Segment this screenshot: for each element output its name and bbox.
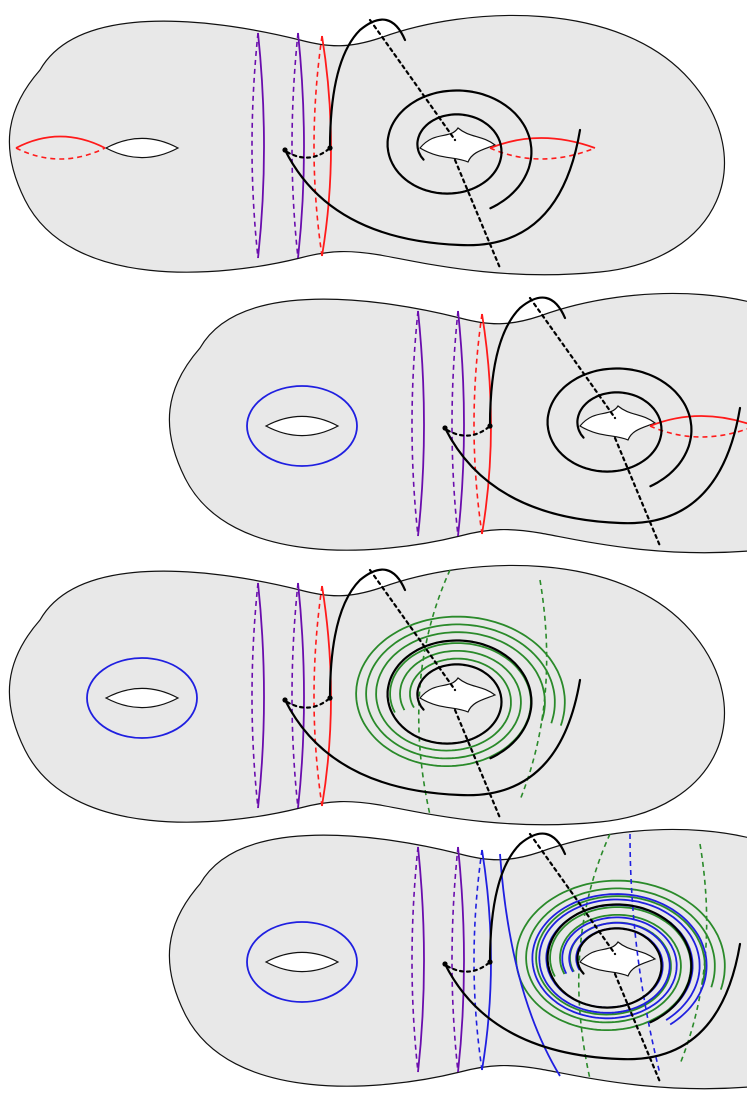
black-upper-loop	[488, 296, 567, 428]
green-spiral-3	[515, 879, 726, 1031]
black-outer-arc	[443, 942, 742, 1061]
purple-circle-front-1	[257, 582, 265, 809]
purple-circle-back-1	[411, 310, 419, 537]
blue-loop	[246, 385, 358, 467]
blue-loop	[86, 657, 198, 739]
surface-outline	[168, 292, 747, 554]
panel-1	[8, 14, 725, 276]
neck-circle-back	[473, 849, 483, 1071]
green-spiral-2	[365, 623, 556, 760]
black-spiral	[386, 89, 533, 210]
purple-circle-front-2	[457, 310, 465, 537]
black-upper-loop	[328, 568, 407, 700]
basepoint-dot-left	[442, 425, 448, 431]
panel-4	[168, 828, 747, 1090]
blue-arc-lower	[499, 853, 561, 1077]
black-dotted-upper	[528, 296, 617, 420]
purple-circle-front-1	[257, 32, 265, 259]
black-outer-arc	[443, 406, 742, 525]
black-dotted-bridge	[285, 146, 332, 159]
basepoint-dot-right	[487, 423, 493, 429]
black-dotted-upper	[368, 568, 457, 692]
purple-circle-back-2	[291, 32, 299, 259]
left-handle-hole	[104, 687, 180, 709]
blue-loop	[246, 921, 358, 1003]
black-dotted-bridge	[285, 696, 332, 709]
blue-spiral-2	[538, 898, 701, 1021]
black-outer-arc	[283, 128, 582, 247]
purple-circle-front-2	[297, 32, 305, 259]
black-spiral	[546, 367, 693, 488]
neck-circle-back	[313, 35, 323, 257]
basepoint-dot-right	[487, 959, 493, 965]
black-dotted-lower	[453, 158, 502, 270]
blue-spiral-3	[531, 893, 708, 1026]
basepoint-dot-right	[327, 695, 333, 701]
black-upper-loop	[488, 832, 567, 964]
black-dotted-bridge	[445, 424, 492, 437]
blue-dashed	[629, 833, 661, 1075]
left-handle-hole	[264, 951, 340, 973]
purple-circle-front-1	[417, 310, 425, 537]
black-upper-loop	[328, 18, 407, 150]
black-dotted-lower	[613, 436, 662, 548]
left-handle-hole	[264, 415, 340, 437]
basepoint-dot-left	[442, 961, 448, 967]
surface-outline	[8, 14, 725, 276]
black-dotted-lower	[613, 972, 662, 1084]
black-outer-arc	[283, 678, 582, 797]
green-spiral-1	[375, 631, 546, 752]
black-dotted-upper	[528, 832, 617, 956]
black-dotted-lower	[453, 708, 502, 820]
basepoint-dot-right	[327, 145, 333, 151]
black-dotted-upper	[368, 18, 457, 142]
purple-circle-back-2	[451, 310, 459, 537]
neck-circle-back	[313, 585, 323, 807]
right-handle-hole	[579, 941, 657, 977]
black-spiral	[546, 903, 693, 1024]
purple-circle-front-2	[297, 582, 305, 809]
basepoint-dot-left	[282, 697, 288, 703]
purple-circle-front-1	[417, 846, 425, 1073]
right-handle-hole	[419, 677, 497, 713]
purple-circle-back-2	[451, 846, 459, 1073]
purple-circle-back-1	[251, 582, 259, 809]
green-dashed-2	[679, 843, 708, 1065]
panel-3	[8, 564, 725, 826]
black-dotted-bridge	[445, 960, 492, 973]
purple-circle-back-1	[411, 846, 419, 1073]
purple-circle-back-2	[291, 582, 299, 809]
basepoint-dot-left	[282, 147, 288, 153]
purple-circle-back-1	[251, 32, 259, 259]
neck-circle-back	[473, 313, 483, 535]
purple-circle-front-2	[457, 846, 465, 1073]
left-meridian-red	[15, 135, 106, 149]
right-handle-hole	[419, 127, 497, 163]
green-spiral-3	[355, 615, 566, 767]
green-dashed-2	[519, 579, 548, 801]
left-handle-hole	[104, 137, 180, 159]
panel-2	[168, 292, 747, 554]
black-spiral	[386, 639, 533, 760]
left-meridian-red-back	[15, 147, 106, 160]
right-handle-hole	[579, 405, 657, 441]
